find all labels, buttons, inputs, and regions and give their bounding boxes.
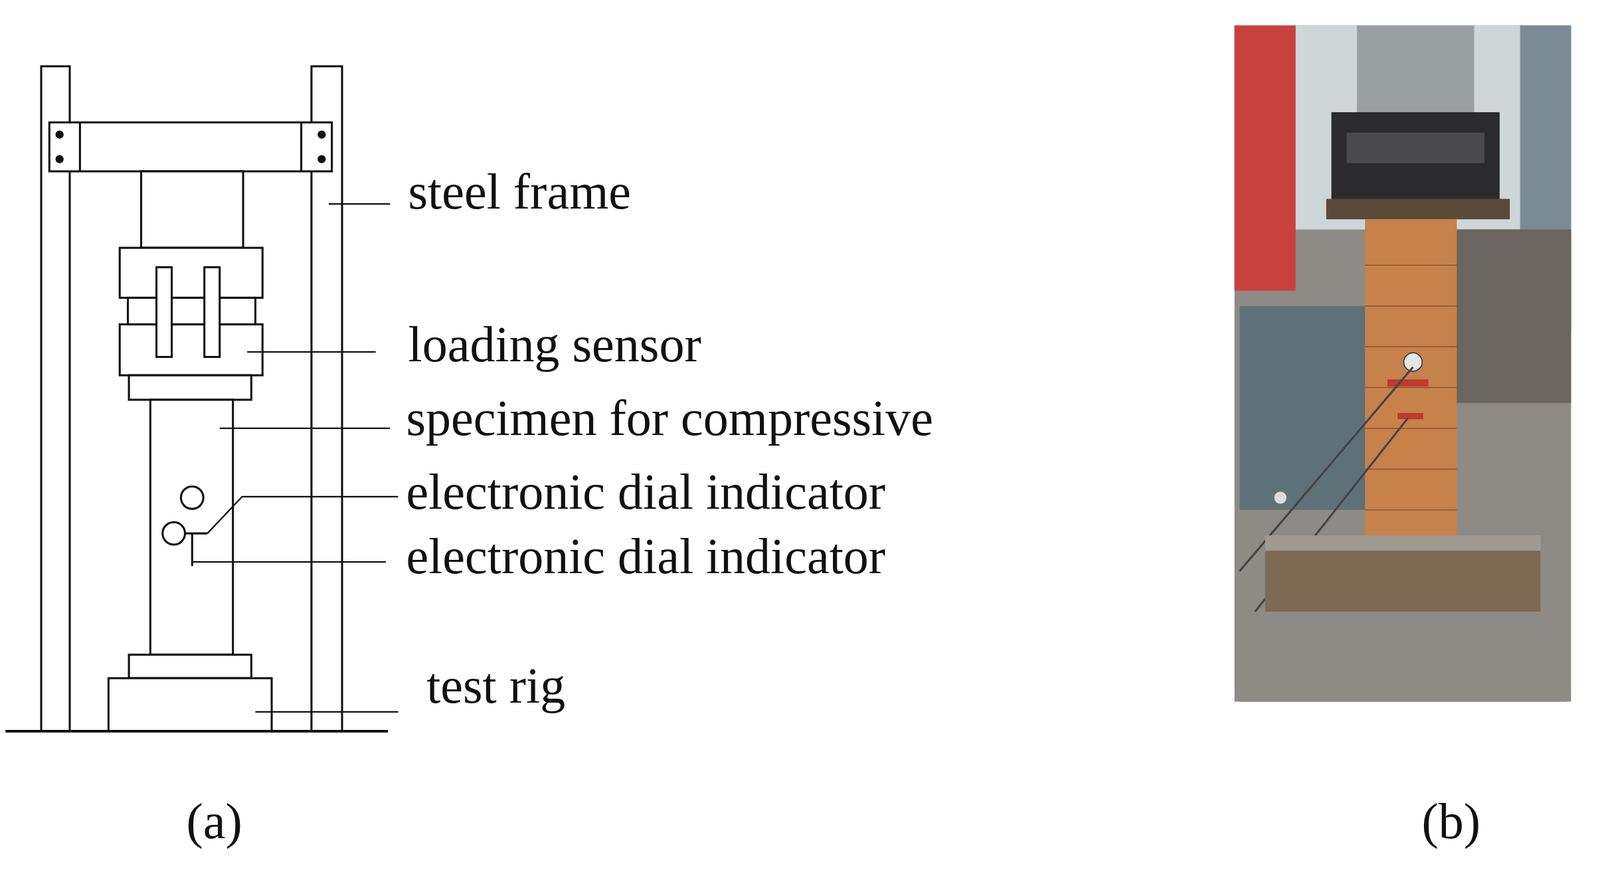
sensor-block — [119, 247, 263, 298]
test-rig — [108, 678, 272, 732]
sensor-block — [119, 324, 263, 376]
panel-tag: (a) — [185, 793, 242, 850]
test-photo — [1234, 25, 1572, 702]
crossbeam — [49, 122, 332, 172]
part-label: electronic dial indicator — [405, 528, 886, 585]
dial-indicator — [162, 522, 186, 545]
ground-line — [5, 729, 388, 733]
leader-lines — [191, 203, 398, 712]
part-label: loading sensor — [408, 316, 702, 373]
part-label: electronic dial indicator — [405, 464, 886, 521]
part-label: steel frame — [408, 164, 631, 220]
part-label: test rig — [426, 658, 566, 714]
dial-indicator — [180, 486, 204, 509]
part-label: specimen for compressive — [405, 390, 934, 447]
ram — [141, 171, 244, 248]
sensor-bar — [156, 266, 173, 357]
sensor-bar — [204, 266, 220, 357]
panel-tag: (b) — [1421, 793, 1481, 850]
specimen — [150, 399, 233, 655]
